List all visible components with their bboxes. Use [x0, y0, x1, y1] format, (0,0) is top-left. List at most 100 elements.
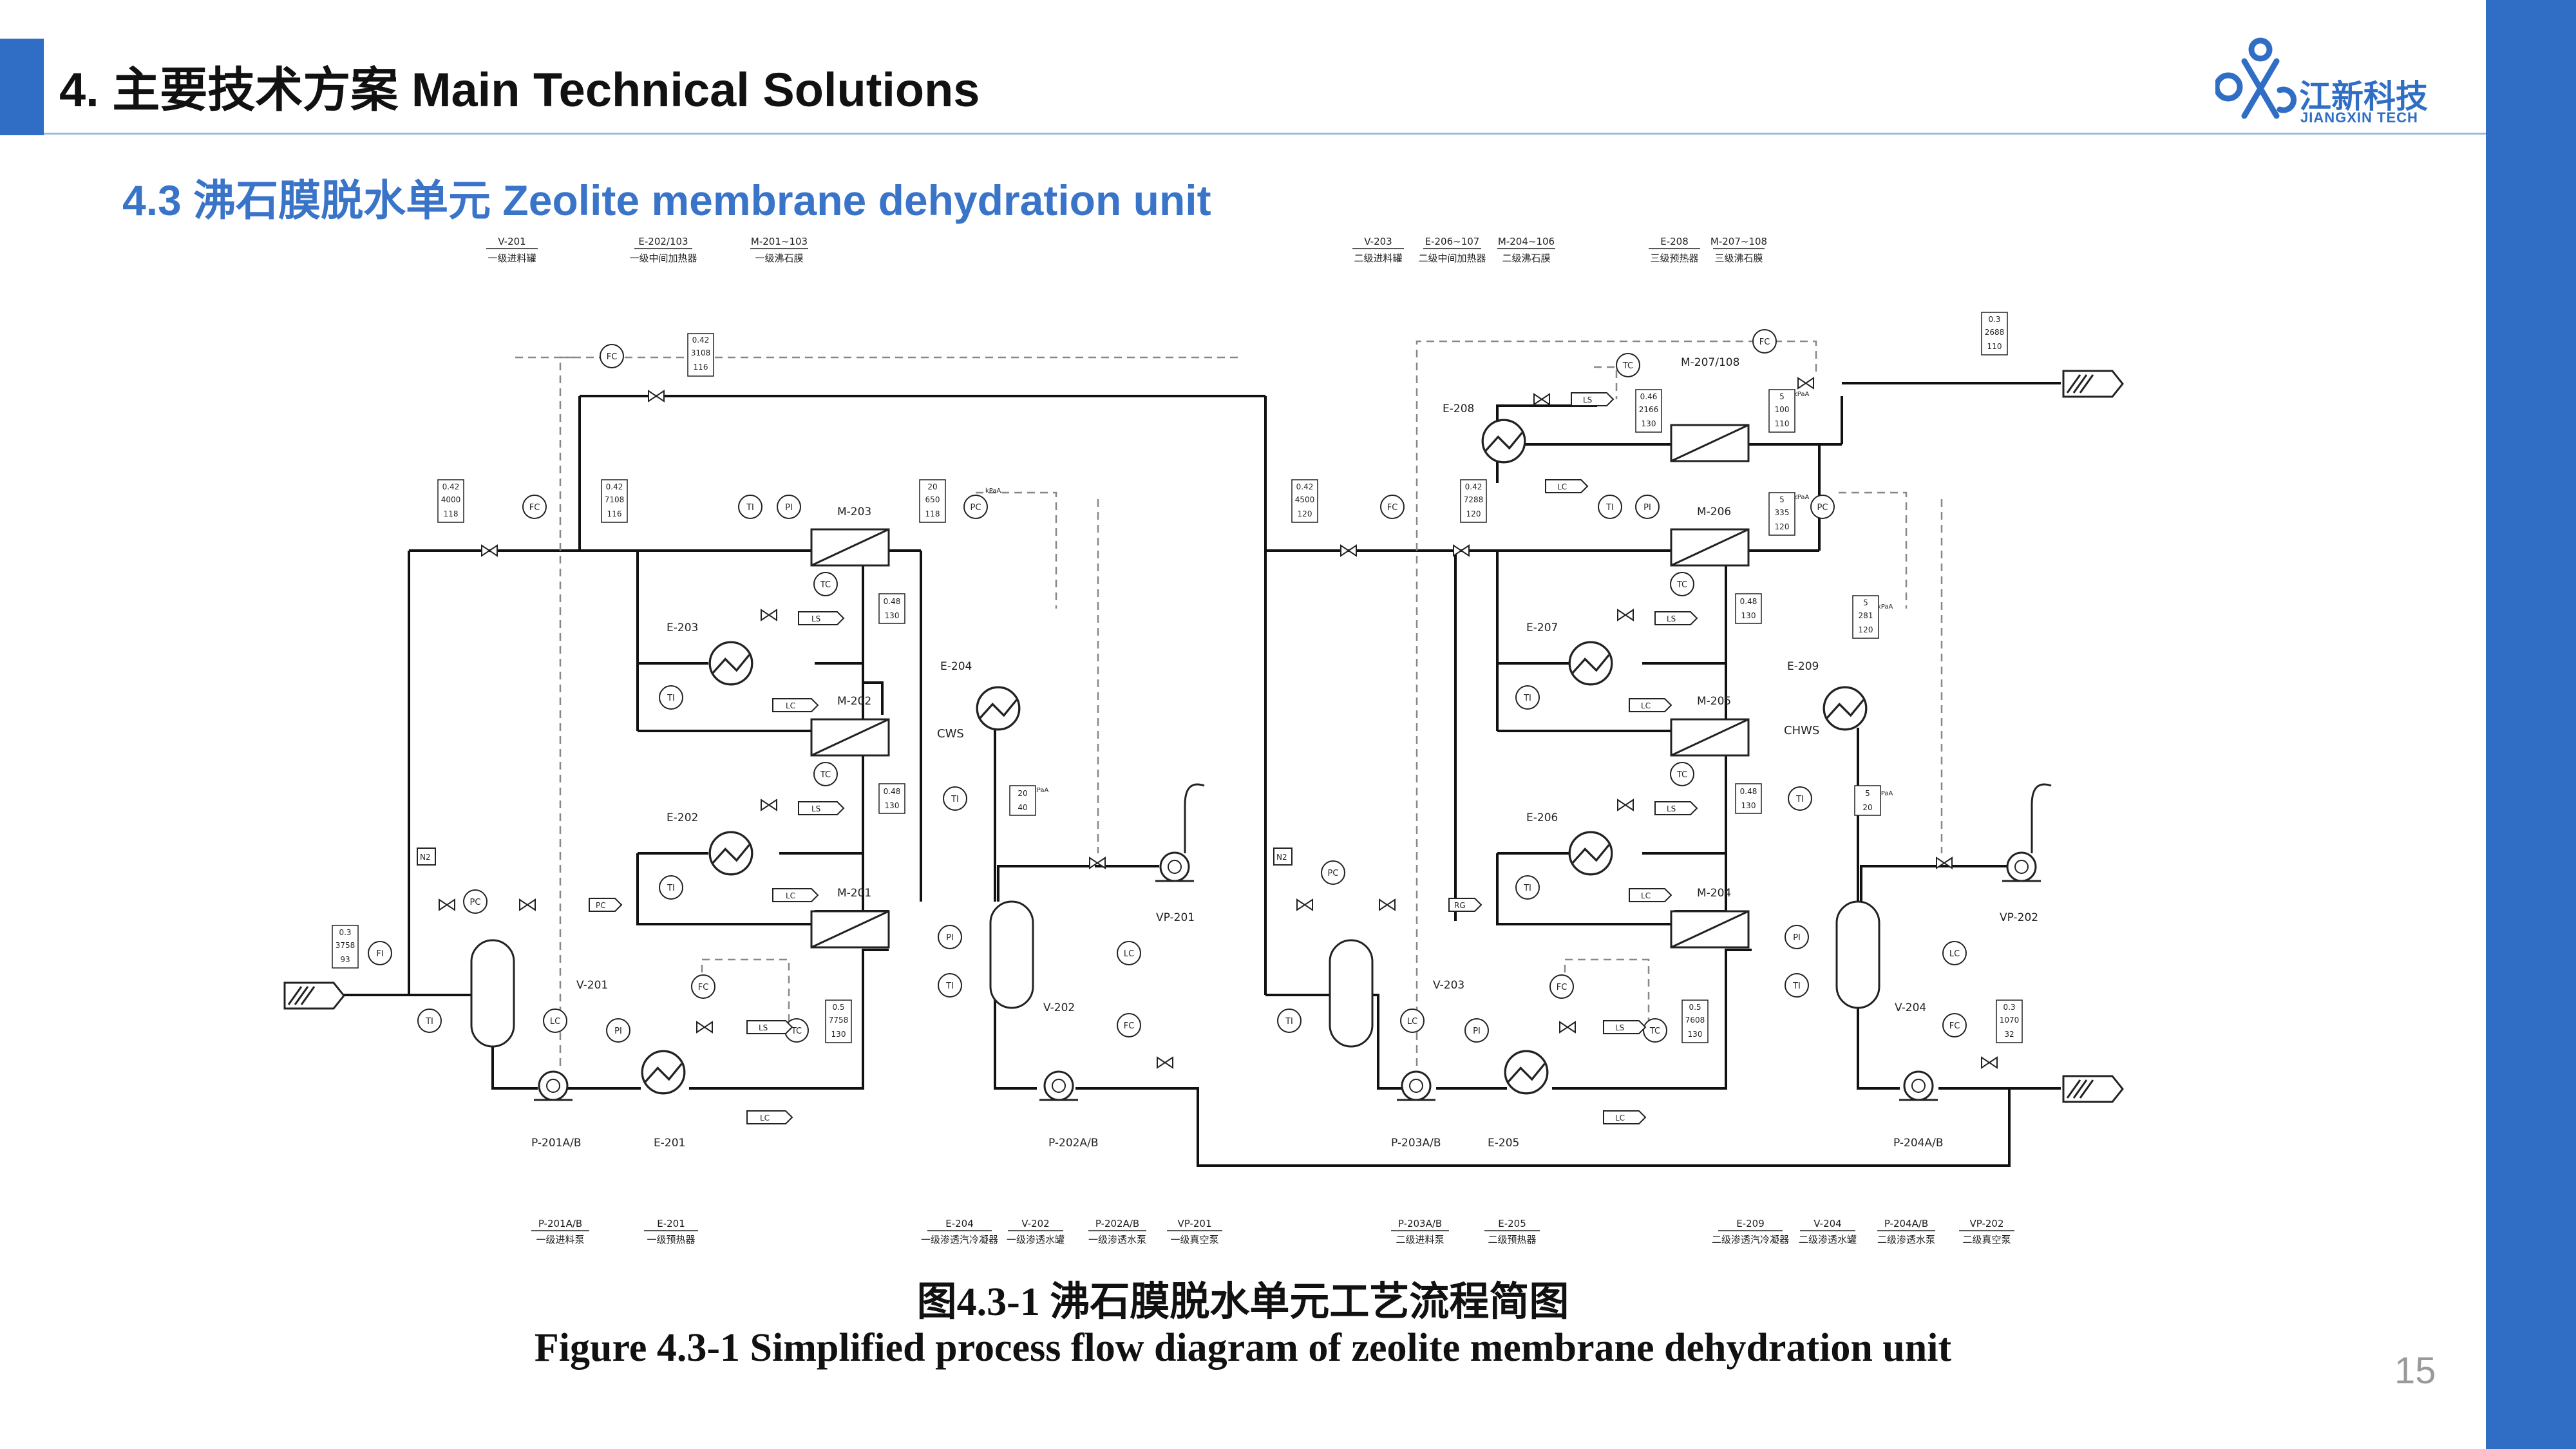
svg-text:LS: LS — [811, 614, 820, 623]
svg-text:kPaA: kPaA — [1033, 787, 1049, 794]
svg-text:一级渗透汽冷凝器: 一级渗透汽冷凝器 — [921, 1234, 998, 1245]
svg-text:TI: TI — [1523, 884, 1531, 893]
svg-text:E-206: E-206 — [1526, 811, 1558, 824]
pump-p204 — [1898, 1070, 1939, 1101]
svg-text:PI: PI — [785, 503, 793, 513]
svg-text:二级进料罐: 二级进料罐 — [1354, 252, 1402, 264]
svg-text:1070: 1070 — [2000, 1016, 2020, 1025]
svg-text:20: 20 — [1862, 803, 1872, 812]
svg-text:0.48: 0.48 — [1740, 787, 1757, 796]
svg-text:VP-201: VP-201 — [1156, 911, 1195, 924]
svg-text:LS: LS — [1615, 1023, 1624, 1032]
svg-text:一级中间加热器: 一级中间加热器 — [629, 252, 697, 264]
svg-text:E-208: E-208 — [1660, 236, 1689, 247]
svg-text:FC: FC — [1759, 337, 1770, 347]
svg-text:LC: LC — [786, 891, 795, 900]
svg-text:FC: FC — [1124, 1021, 1135, 1031]
logo-name-en: JIANGXIN TECH — [2300, 109, 2418, 126]
svg-text:kPaA: kPaA — [1877, 603, 1893, 611]
svg-text:5: 5 — [1779, 392, 1785, 401]
svg-text:E-204: E-204 — [940, 660, 972, 673]
section-subtitle: 4.3 沸石膜脱水单元 Zeolite membrane dehydration… — [122, 176, 1211, 224]
svg-text:0.42: 0.42 — [692, 336, 710, 345]
svg-text:V-204: V-204 — [1814, 1218, 1841, 1229]
flag-f19: 520 — [1854, 785, 1881, 816]
svg-text:LS: LS — [1667, 804, 1676, 813]
header-accent-bar — [0, 39, 44, 135]
bottom-label-v202: V-202 一级渗透水罐 — [1007, 1218, 1065, 1245]
svg-text:TC: TC — [1676, 580, 1687, 590]
svg-text:TI: TI — [1523, 694, 1531, 703]
svg-text:0.3: 0.3 — [339, 928, 351, 937]
svg-text:三级沸石膜: 三级沸石膜 — [1714, 252, 1763, 264]
svg-text:CWS: CWS — [937, 727, 964, 741]
svg-text:V-202: V-202 — [1021, 1218, 1049, 1229]
svg-text:V-201: V-201 — [576, 979, 608, 992]
svg-text:120: 120 — [1859, 625, 1873, 634]
svg-text:FC: FC — [607, 352, 618, 362]
svg-text:0.48: 0.48 — [884, 787, 901, 796]
heat-exchanger-e208 — [1481, 419, 1526, 464]
svg-text:LC: LC — [1949, 949, 1960, 959]
logo-name-cn: 江新科技 — [2299, 79, 2428, 115]
svg-text:P-202A/B: P-202A/B — [1095, 1218, 1139, 1229]
svg-text:FC: FC — [529, 503, 540, 513]
svg-text:E-204: E-204 — [945, 1218, 974, 1229]
svg-text:一级预热器: 一级预热器 — [647, 1234, 695, 1245]
svg-text:0.3: 0.3 — [2003, 1003, 2015, 1012]
svg-text:E-208: E-208 — [1443, 402, 1474, 415]
svg-text:V-203: V-203 — [1433, 979, 1464, 992]
svg-text:M-201: M-201 — [837, 887, 871, 900]
svg-text:110: 110 — [1775, 419, 1790, 428]
svg-text:118: 118 — [444, 509, 459, 518]
svg-text:LC: LC — [786, 701, 795, 710]
svg-text:LC: LC — [1407, 1017, 1417, 1027]
svg-text:一级进料罐: 一级进料罐 — [488, 252, 536, 264]
svg-text:0.48: 0.48 — [1740, 597, 1757, 606]
vacuum-pump-vp201 — [1154, 851, 1195, 882]
svg-text:5: 5 — [1779, 495, 1785, 504]
vacuum-pump-vp202 — [2001, 851, 2042, 882]
svg-text:一级渗透水泵: 一级渗透水泵 — [1088, 1234, 1146, 1245]
svg-text:TC: TC — [1649, 1027, 1660, 1036]
svg-text:一级沸石膜: 一级沸石膜 — [755, 252, 803, 264]
svg-text:FC: FC — [698, 983, 709, 992]
svg-text:二级预热器: 二级预热器 — [1488, 1234, 1536, 1245]
svg-text:4500: 4500 — [1295, 495, 1315, 504]
svg-text:N2: N2 — [1276, 853, 1287, 862]
feed-inlet-nozzle — [283, 981, 345, 1010]
svg-text:VP-202: VP-202 — [1969, 1218, 2003, 1229]
pump-p201 — [533, 1070, 574, 1101]
svg-text:FI: FI — [376, 949, 383, 959]
slide-side-band — [2486, 0, 2576, 1449]
svg-text:LC: LC — [1124, 949, 1134, 959]
svg-text:一级渗透水罐: 一级渗透水罐 — [1007, 1234, 1065, 1245]
page-title: 4. 主要技术方案 Main Technical Solutions — [59, 63, 980, 117]
svg-text:335: 335 — [1775, 508, 1790, 517]
svg-text:93: 93 — [340, 955, 350, 964]
svg-text:120: 120 — [1298, 509, 1312, 518]
svg-text:TI: TI — [425, 1017, 433, 1027]
svg-text:130: 130 — [1741, 611, 1756, 620]
svg-text:2166: 2166 — [1639, 405, 1659, 414]
svg-text:V-202: V-202 — [1043, 1001, 1075, 1014]
svg-text:一级进料泵: 一级进料泵 — [536, 1234, 584, 1245]
svg-text:LC: LC — [1641, 701, 1651, 710]
svg-text:110: 110 — [1987, 342, 2002, 351]
